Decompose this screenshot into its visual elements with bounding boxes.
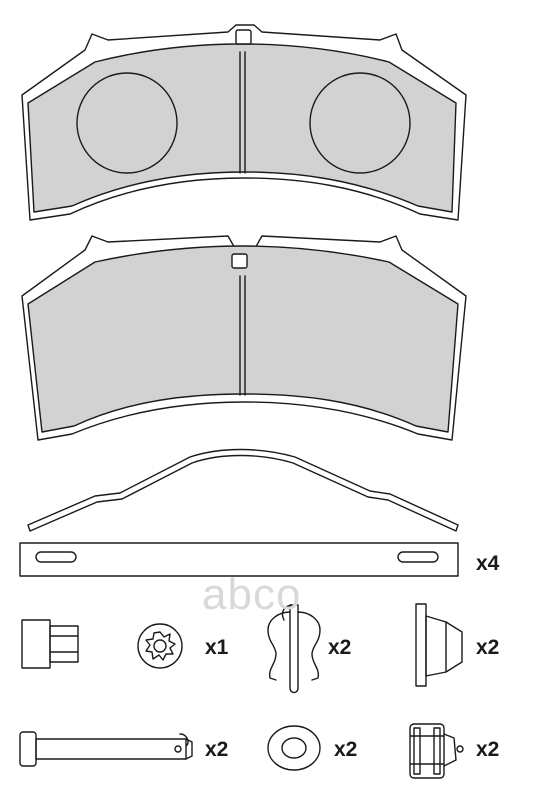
pad-1-notch <box>235 29 252 45</box>
bushing-quantity: x2 <box>476 738 500 761</box>
pad-1-hole-left <box>76 72 178 174</box>
cap <box>415 603 463 687</box>
bushing <box>409 723 464 779</box>
washer-quantity: x2 <box>334 738 358 761</box>
hair-pin <box>267 604 321 694</box>
brake-pad-1 <box>21 24 467 221</box>
washer <box>267 725 321 771</box>
watermark: abco <box>202 570 302 619</box>
clip-slot-right <box>397 551 439 563</box>
clip-quantity: x4 <box>476 552 500 575</box>
pad-2-backing-plate <box>21 235 467 441</box>
clip-bar <box>19 542 459 577</box>
retaining-clip <box>19 542 459 577</box>
pin-quantity: x2 <box>205 738 229 761</box>
pad-2-notch <box>231 253 248 269</box>
ring-nut <box>137 623 183 669</box>
ring-nut-quantity: x1 <box>205 636 229 659</box>
clevis-pin <box>19 731 193 767</box>
pad-1-backing-plate <box>21 24 467 221</box>
brake-pad-2 <box>21 235 467 441</box>
hair-pin-quantity: x2 <box>328 636 352 659</box>
clip-slot-left <box>35 551 77 563</box>
pad-1-friction-material <box>27 43 457 213</box>
hex-bolt <box>21 619 79 669</box>
pad-2-friction-material <box>27 245 459 433</box>
pad-1-hole-right <box>309 72 411 174</box>
cap-quantity: x2 <box>476 636 500 659</box>
retaining-spring <box>27 448 459 532</box>
